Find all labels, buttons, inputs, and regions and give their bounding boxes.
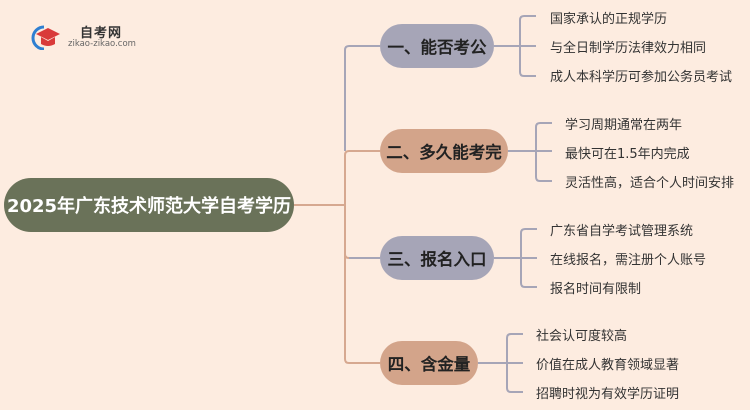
leaf-item: 国家承认的正规学历 — [550, 12, 668, 27]
trunk-to-branch-4 — [344, 254, 380, 364]
trunk-to-branch-1 — [344, 45, 380, 151]
leaf-item: 灵活性高，适合个人时间安排 — [565, 176, 735, 191]
branch-node-2[interactable]: 二、多久能考完 — [380, 129, 508, 173]
branch-node-3[interactable]: 三、报名入口 — [380, 236, 494, 280]
leaf-item: 在线报名，需注册个人账号 — [550, 253, 707, 268]
site-logo[interactable]: 自考网 zikao-zikao.com — [30, 20, 140, 50]
logo-title: 自考网 — [80, 26, 123, 41]
leaf-item: 价值在成人教育领域显著 — [536, 358, 680, 373]
leaf-item: 成人本科学历可参加公务员考试 — [550, 70, 733, 85]
leaf-item: 与全日制学历法律效力相同 — [550, 41, 707, 56]
leaf-item: 学习周期通常在两年 — [565, 118, 683, 133]
leaf-item: 报名时间有限制 — [550, 282, 642, 297]
trunk-to-branch-3 — [344, 205, 380, 259]
branch-node-1[interactable]: 一、能否考公 — [380, 24, 494, 68]
leaf-item: 最快可在1.5年内完成 — [565, 147, 690, 162]
branch-node-4[interactable]: 四、含金量 — [380, 341, 478, 385]
trunk-to-branch-2 — [344, 150, 380, 205]
leaf-item: 社会认可度较高 — [536, 329, 628, 344]
leaf-item: 广东省自学考试管理系统 — [550, 224, 694, 239]
leaf-item: 招聘时视为有效学历证明 — [536, 387, 680, 402]
graduation-cap-icon — [31, 25, 60, 50]
logo-subtitle: zikao-zikao.com — [68, 39, 136, 49]
root-node[interactable]: 2025年广东技术师范大学自考学历 — [4, 178, 294, 232]
